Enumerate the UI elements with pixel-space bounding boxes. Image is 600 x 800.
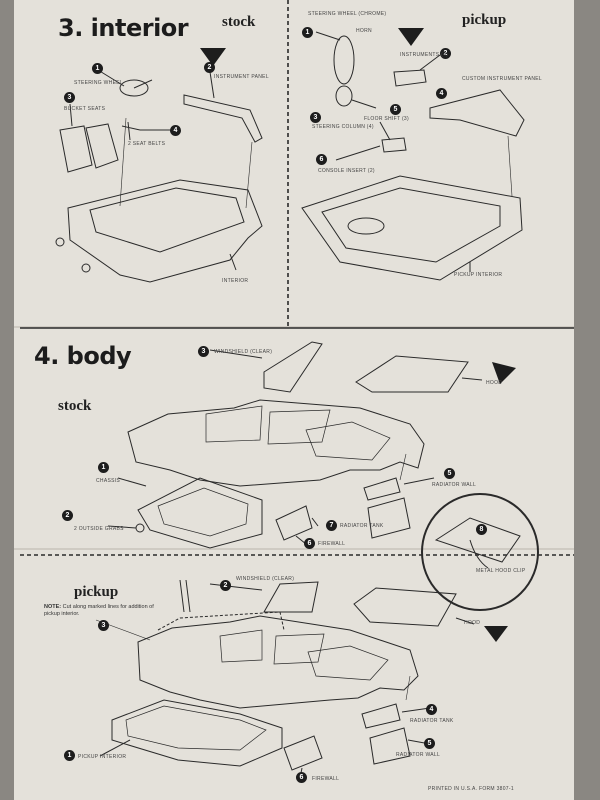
part-label: chassis <box>96 478 121 484</box>
pickup-subtitle: pickup <box>74 584 119 600</box>
callout-number: 7 <box>326 520 337 531</box>
part-label: instruments (4) <box>400 52 449 58</box>
callout-number: 6 <box>296 772 307 783</box>
callout-number: 6 <box>304 538 315 549</box>
part-label: bucket seats <box>64 106 106 112</box>
part-label: steering wheel (chrome) <box>308 11 387 17</box>
callout-number: 2 <box>204 62 215 73</box>
part-label: windshield (clear) <box>214 349 273 355</box>
part-label: steering wheel <box>74 80 123 86</box>
part-label: radiator wall <box>396 752 441 758</box>
note-text: Cut along marked lines for addition of p… <box>44 604 154 617</box>
section-title-body: 4. body <box>34 342 132 370</box>
part-label: radiator tank <box>340 523 384 529</box>
fold-crease <box>14 326 574 328</box>
callout-number: 3 <box>98 620 109 631</box>
callout-number: 5 <box>424 738 435 749</box>
part-label: radiator tank <box>410 718 454 724</box>
callout-number: 6 <box>316 154 327 165</box>
part-label: metal hood clip <box>476 568 526 574</box>
instruction-sheet <box>14 0 574 800</box>
callout-number: 1 <box>302 27 313 38</box>
callout-number: 3 <box>64 92 75 103</box>
callout-number: 3 <box>310 112 321 123</box>
callout-number: 2 <box>220 580 231 591</box>
note-label: NOTE: <box>44 604 62 610</box>
callout-number: 1 <box>98 462 109 473</box>
callout-number: 8 <box>476 524 487 535</box>
cut-note: NOTE: Cut along marked lines for additio… <box>44 604 170 618</box>
callout-number: 4 <box>170 125 181 136</box>
callout-number: 1 <box>92 63 103 74</box>
part-label: steering column (4) <box>312 124 374 130</box>
part-label: firewall <box>312 776 340 782</box>
stock-subtitle: stock <box>58 398 92 414</box>
part-label: hood <box>464 620 481 626</box>
part-label: custom instrument panel <box>462 76 542 82</box>
callout-number: 2 <box>440 48 451 59</box>
callout-number: 2 <box>62 510 73 521</box>
section-title-interior: 3. interior <box>58 14 189 42</box>
part-label: console insert (2) <box>318 168 375 174</box>
part-label: 2 seat belts <box>128 141 166 147</box>
callout-number: 4 <box>436 88 447 99</box>
print-footer: PRINTED IN U.S.A. FORM 3807-1 <box>428 786 514 792</box>
part-label: horn <box>356 28 372 34</box>
callout-number: 5 <box>444 468 455 479</box>
part-label: hood <box>486 380 503 386</box>
part-label: firewall <box>318 541 346 547</box>
callout-number: 4 <box>426 704 437 715</box>
part-label: interior <box>222 278 249 284</box>
part-label: floor shift (3) <box>364 116 409 122</box>
stock-subtitle: stock <box>222 14 256 30</box>
callout-number: 3 <box>198 346 209 357</box>
part-label: radiator wall <box>432 482 477 488</box>
part-label: pickup interior <box>78 754 127 760</box>
part-label: pickup interior <box>454 272 503 278</box>
fold-crease <box>14 548 574 550</box>
part-label: windshield (clear) <box>236 576 295 582</box>
callout-number: 5 <box>390 104 401 115</box>
pickup-subtitle: pickup <box>462 12 507 28</box>
callout-number: 1 <box>64 750 75 761</box>
part-label: 2 outside grabs <box>74 526 124 532</box>
part-label: instrument panel <box>214 74 269 80</box>
